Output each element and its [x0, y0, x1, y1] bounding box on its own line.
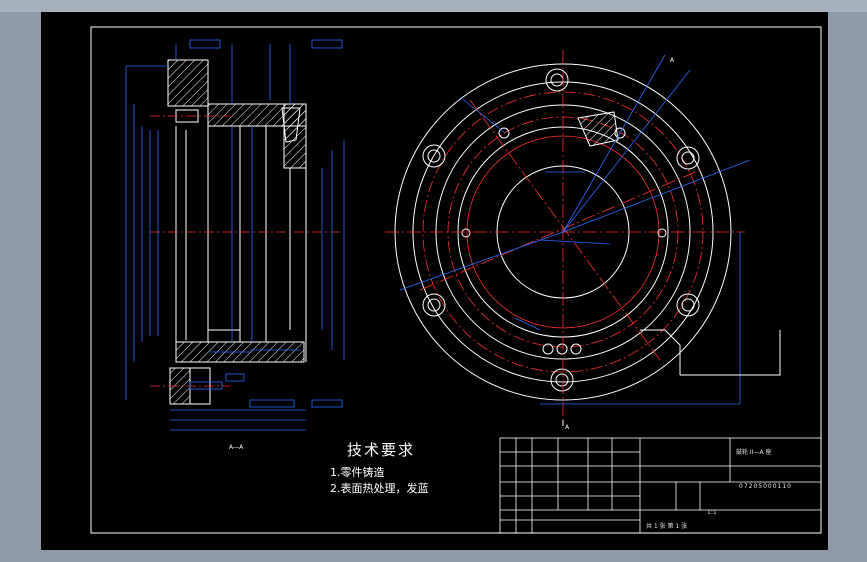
drawing-title: 鼓轮 II—A 座 — [736, 449, 772, 456]
top-flange-hatch — [167, 59, 209, 107]
requirement-item-2: 2.表面热处理，发蓝 — [330, 482, 429, 495]
engineering-drawing — [90, 26, 822, 534]
section-view — [167, 59, 307, 405]
drawing-number: 07205000110 — [739, 483, 792, 490]
cut-label-bottom: A — [565, 424, 570, 431]
section-label: A—A — [229, 444, 244, 451]
title-block — [499, 437, 822, 534]
cad-viewport[interactable]: 技术要求 1.零件铸造 2.表面热处理，发蓝 A—A A A 鼓轮 II—A 座… — [41, 12, 828, 550]
window-top-bar — [0, 0, 867, 12]
plan-view — [385, 50, 781, 426]
cut-label-top: A — [670, 57, 675, 64]
section-dimensions — [125, 39, 345, 431]
requirement-item-1: 1.零件铸造 — [330, 466, 385, 479]
technical-requirements-title: 技术要求 — [347, 441, 416, 459]
sheet-count: 共 1 张 第 1 张 — [646, 523, 688, 530]
drawing-frame — [90, 26, 822, 534]
scale-value: 1:1 — [707, 509, 717, 516]
